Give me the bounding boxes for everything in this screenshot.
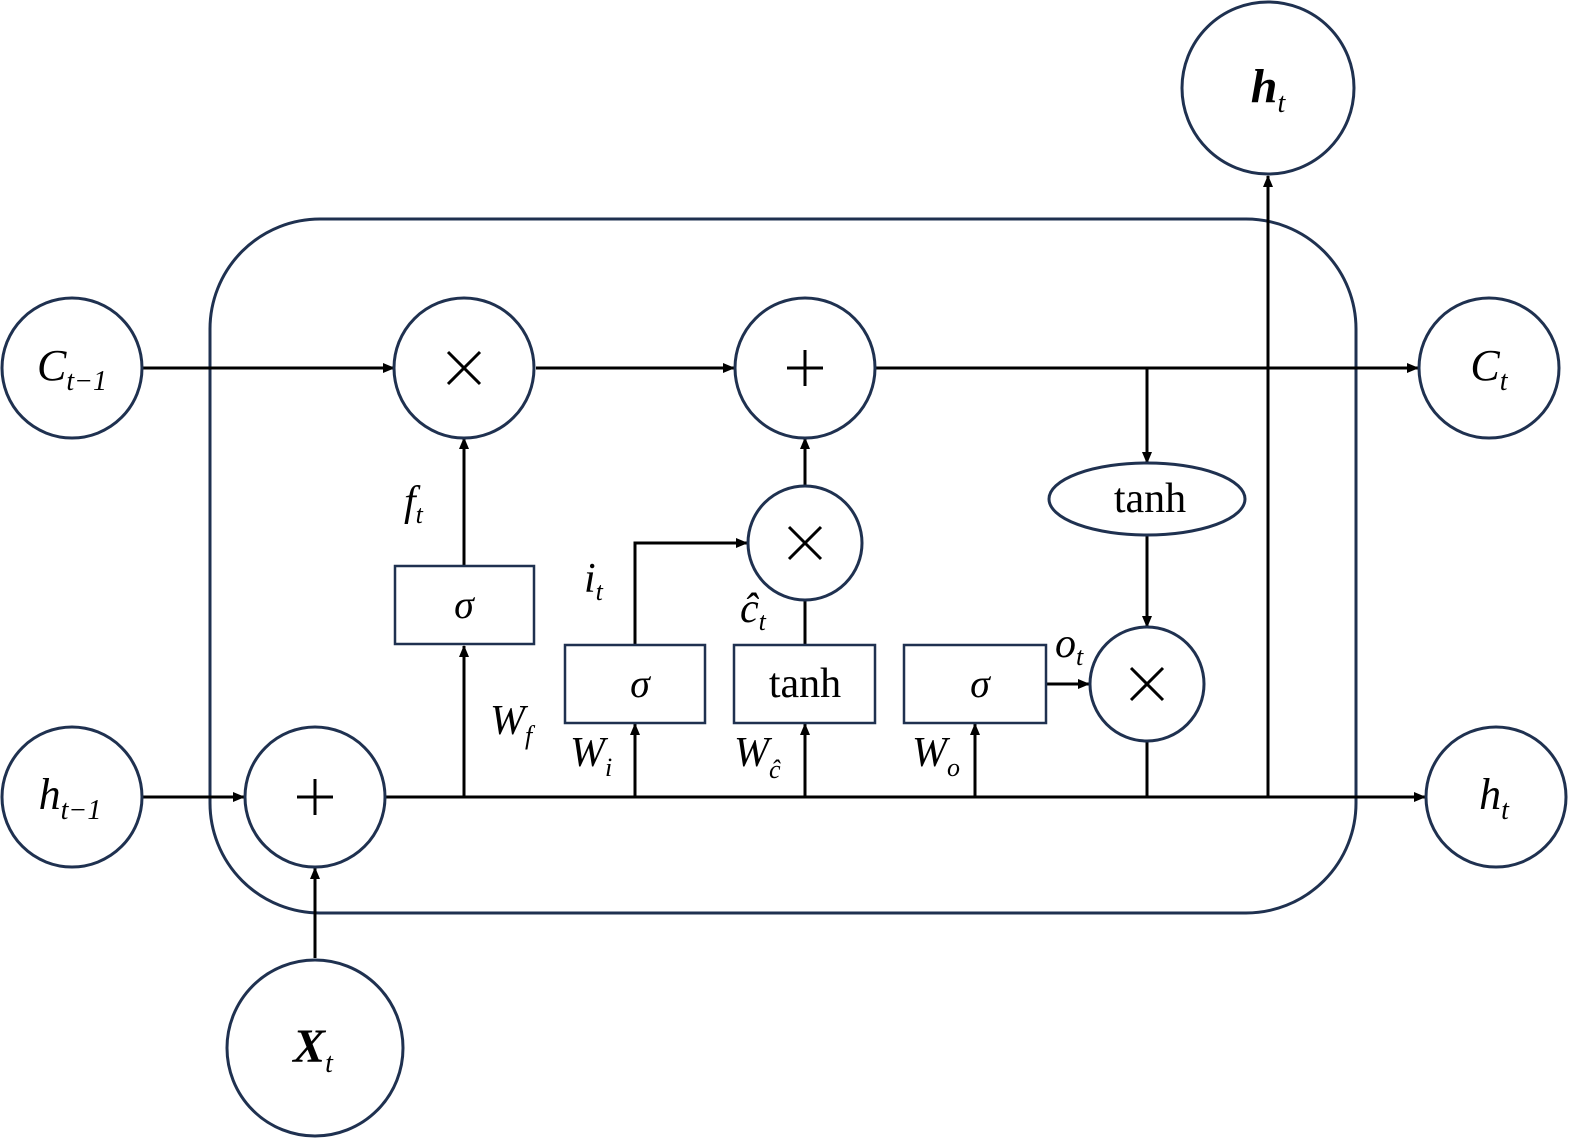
x-t-main: X <box>291 1020 326 1073</box>
svg-text:ht: ht <box>1251 60 1287 119</box>
w-o-main: W <box>912 730 951 776</box>
o-t-main: o <box>1055 621 1076 667</box>
label-f-t: ft <box>404 479 424 529</box>
input-multiply-op <box>746 484 864 602</box>
svg-text:ht: ht <box>1479 770 1510 826</box>
h-t-right-main: h <box>1479 770 1501 819</box>
label-o-t: ot <box>1055 621 1084 671</box>
label-w-f: Wf <box>490 698 536 750</box>
c-hat-t-sub: t <box>759 607 767 636</box>
cell-add-op <box>733 296 877 440</box>
node-h-t-right: ht <box>1424 725 1568 869</box>
w-i-main: W <box>570 730 609 776</box>
output-gate-sigma: σ <box>902 643 1048 725</box>
forget-multiply-op <box>392 296 536 440</box>
c-t-main: C <box>1470 341 1500 390</box>
candidate-tanh: tanh <box>732 643 877 725</box>
c-prev-main: C <box>37 341 67 390</box>
h-t-right-sub: t <box>1501 795 1510 826</box>
w-o-sub: o <box>947 753 960 782</box>
svg-text:Ct−1: Ct−1 <box>37 341 107 397</box>
input-gate-sigma: σ <box>563 643 707 725</box>
x-t-sub: t <box>325 1048 334 1079</box>
w-c-sub: ĉ <box>769 755 781 784</box>
forget-gate-sigma: σ <box>393 564 536 646</box>
i-t-sub: t <box>596 577 604 606</box>
label-w-c: Wĉ <box>734 730 781 784</box>
svg-text:Ct: Ct <box>1470 341 1508 397</box>
w-f-sub: f <box>525 721 536 750</box>
o-t-sub: t <box>1076 642 1084 671</box>
w-i-sub: i <box>605 753 612 782</box>
node-h-t-top: ht <box>1180 0 1356 176</box>
c-t-sub: t <box>1500 366 1509 397</box>
label-c-hat-t: ĉt <box>740 586 767 636</box>
node-h-prev: ht−1 <box>0 725 144 869</box>
wire-input-sigma-to-mult <box>633 538 748 644</box>
label-w-i: Wi <box>570 730 612 782</box>
concat-add-op <box>243 725 387 869</box>
c-prev-sub: t−1 <box>66 366 107 397</box>
label-w-o: Wo <box>912 730 960 782</box>
w-c-main: W <box>734 730 773 776</box>
node-x-t: Xt <box>225 958 405 1138</box>
h-prev-sub: t−1 <box>61 795 102 826</box>
svg-text:ht−1: ht−1 <box>39 770 102 826</box>
label-i-t: it <box>584 556 604 606</box>
forget-sigma-label: σ <box>454 582 475 627</box>
node-c-prev: Ct−1 <box>0 296 144 440</box>
connections <box>142 175 1426 958</box>
candidate-tanh-label: tanh <box>769 661 841 707</box>
output-multiply-op <box>1088 625 1206 743</box>
cell-tanh-label: tanh <box>1114 476 1186 522</box>
svg-text:Xt: Xt <box>291 1020 334 1079</box>
f-t-sub: t <box>416 500 424 529</box>
h-prev-main: h <box>39 770 61 819</box>
input-sigma-label: σ <box>630 661 651 706</box>
node-c-t: Ct <box>1417 296 1561 440</box>
lstm-cell-frame <box>208 217 1358 915</box>
h-t-top-sub: t <box>1277 88 1286 119</box>
i-t-main: i <box>584 556 596 602</box>
w-f-main: W <box>490 698 529 744</box>
c-hat-t-main: ĉ <box>740 586 759 632</box>
h-t-top-main: h <box>1251 60 1278 113</box>
output-sigma-label: σ <box>970 661 991 706</box>
cell-tanh: tanh <box>1047 461 1247 537</box>
